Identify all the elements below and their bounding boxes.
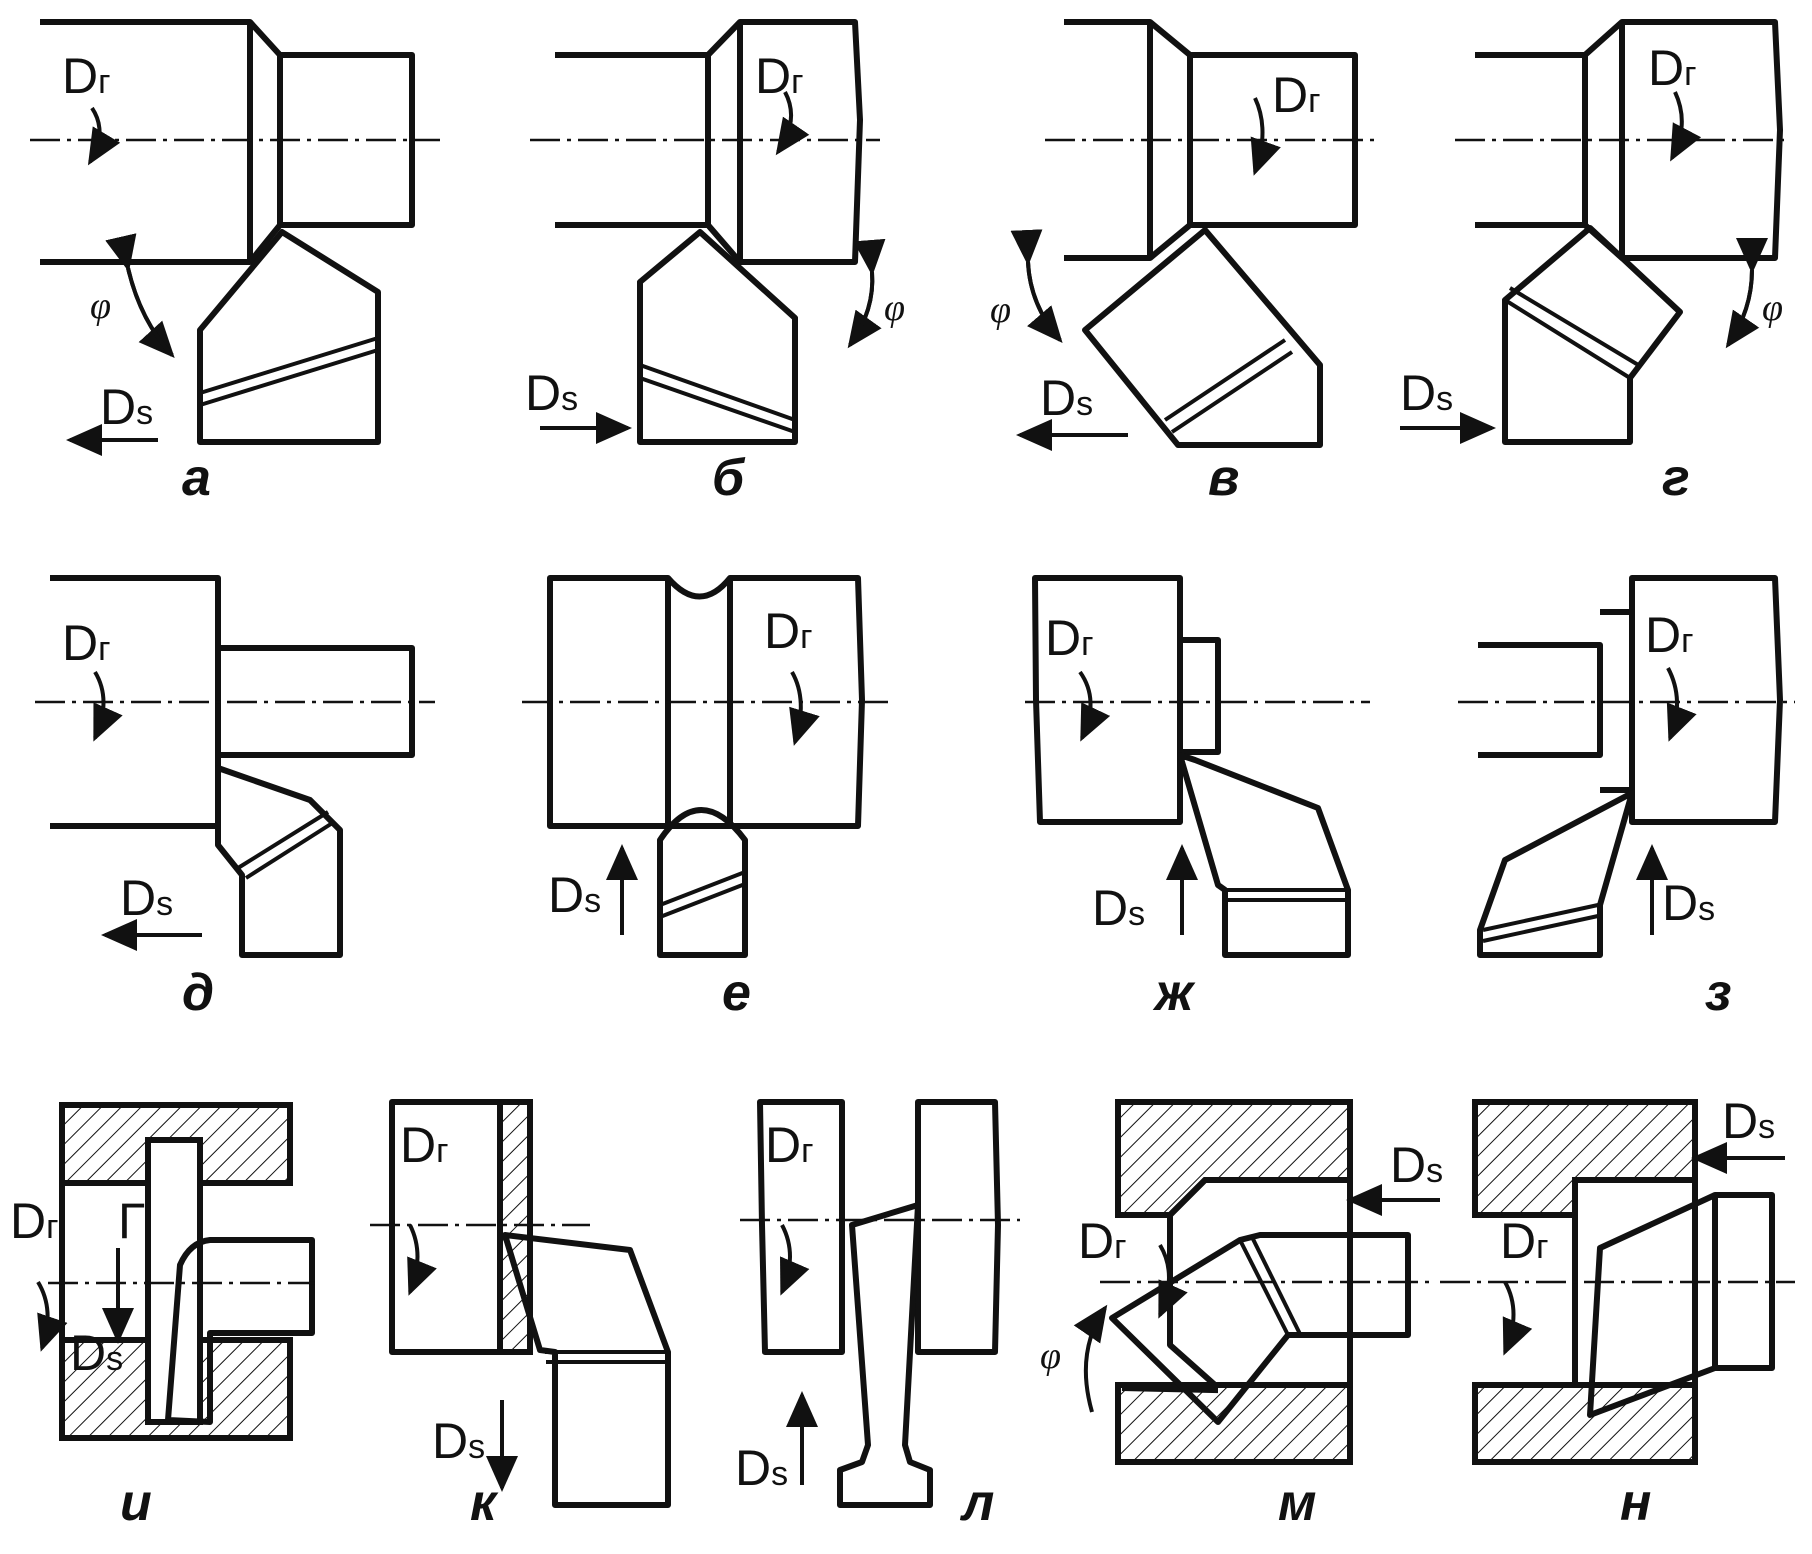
svg-text:Dг: Dг <box>1045 610 1094 666</box>
svg-text:Dг: Dг <box>755 48 804 104</box>
figure-g: Dг Ds φ г <box>1400 19 1790 507</box>
svg-text:φ: φ <box>990 289 1011 331</box>
angle-label: φ <box>90 285 111 327</box>
svg-text:Ds: Ds <box>1662 875 1715 931</box>
svg-text:Ds: Ds <box>1400 365 1453 421</box>
svg-text:Ds: Ds <box>100 379 153 435</box>
svg-text:Dг: Dг <box>62 615 111 671</box>
svg-text:Dг: Dг <box>764 603 813 659</box>
figure-m: Dг Ds φ м <box>1040 1099 1443 1532</box>
caption-l: л <box>959 1474 994 1532</box>
caption-m: м <box>1278 1474 1316 1532</box>
svg-text:Ds: Ds <box>1092 880 1145 936</box>
figure-k: Dг Ds к <box>370 1099 671 1532</box>
figure-l: Dг Ds л <box>735 1099 1020 1532</box>
svg-text:Ds: Ds <box>70 1325 123 1381</box>
svg-text:Ds: Ds <box>120 870 173 926</box>
figure-zh: Dг Ds ж <box>1025 575 1370 1022</box>
svg-text:Dг: Dг <box>1500 1213 1549 1269</box>
figure-i: Г Dг Ds и <box>10 1102 315 1532</box>
svg-text:Ds: Ds <box>1722 1093 1775 1149</box>
figure-n: Dг Ds н <box>1440 1093 1795 1532</box>
svg-text:Ds: Ds <box>432 1413 485 1469</box>
caption-b: б <box>712 449 746 507</box>
svg-text:Dг: Dг <box>1648 40 1697 96</box>
svg-text:Dг: Dг <box>62 48 111 104</box>
svg-text:Dг: Dг <box>765 1117 814 1173</box>
caption-i: и <box>120 1474 152 1532</box>
svg-text:Ds: Ds <box>735 1440 788 1496</box>
svg-text:Dг: Dг <box>10 1193 59 1249</box>
svg-text:Dг: Dг <box>1645 607 1694 663</box>
caption-k: к <box>470 1474 499 1532</box>
figure-v: Dг Ds φ в <box>990 19 1375 507</box>
figure-d: Dг Ds д <box>35 575 435 1022</box>
svg-text:φ: φ <box>1040 1335 1061 1377</box>
svg-text:Dг: Dг <box>1078 1213 1127 1269</box>
feed-label: D <box>100 379 136 435</box>
caption-zh: ж <box>1152 964 1196 1022</box>
svg-text:Ds: Ds <box>1040 370 1093 426</box>
caption-g: г <box>1662 449 1690 507</box>
caption-e: е <box>722 964 751 1022</box>
figure-e: Dг Ds е <box>522 575 888 1022</box>
caption-n: н <box>1620 1474 1651 1532</box>
figure-z: Dг Ds з <box>1458 575 1795 1022</box>
svg-text:Ds: Ds <box>525 365 578 421</box>
rotation-label: D <box>62 48 98 104</box>
svg-text:φ: φ <box>1762 287 1783 329</box>
svg-text:Dг: Dг <box>400 1117 449 1173</box>
svg-text:φ: φ <box>884 287 905 329</box>
svg-text:Ds: Ds <box>1390 1137 1443 1193</box>
svg-text:Dг: Dг <box>1272 67 1321 123</box>
figure-a: Dг Ds φ а <box>30 19 440 507</box>
slot-mark: Г <box>118 1193 145 1249</box>
svg-text:Ds: Ds <box>548 867 601 923</box>
caption-a: а <box>182 449 211 507</box>
caption-d: д <box>182 964 214 1022</box>
caption-v: в <box>1208 449 1239 507</box>
caption-z: з <box>1705 964 1732 1022</box>
figure-b: Dг Ds φ б <box>525 19 905 507</box>
